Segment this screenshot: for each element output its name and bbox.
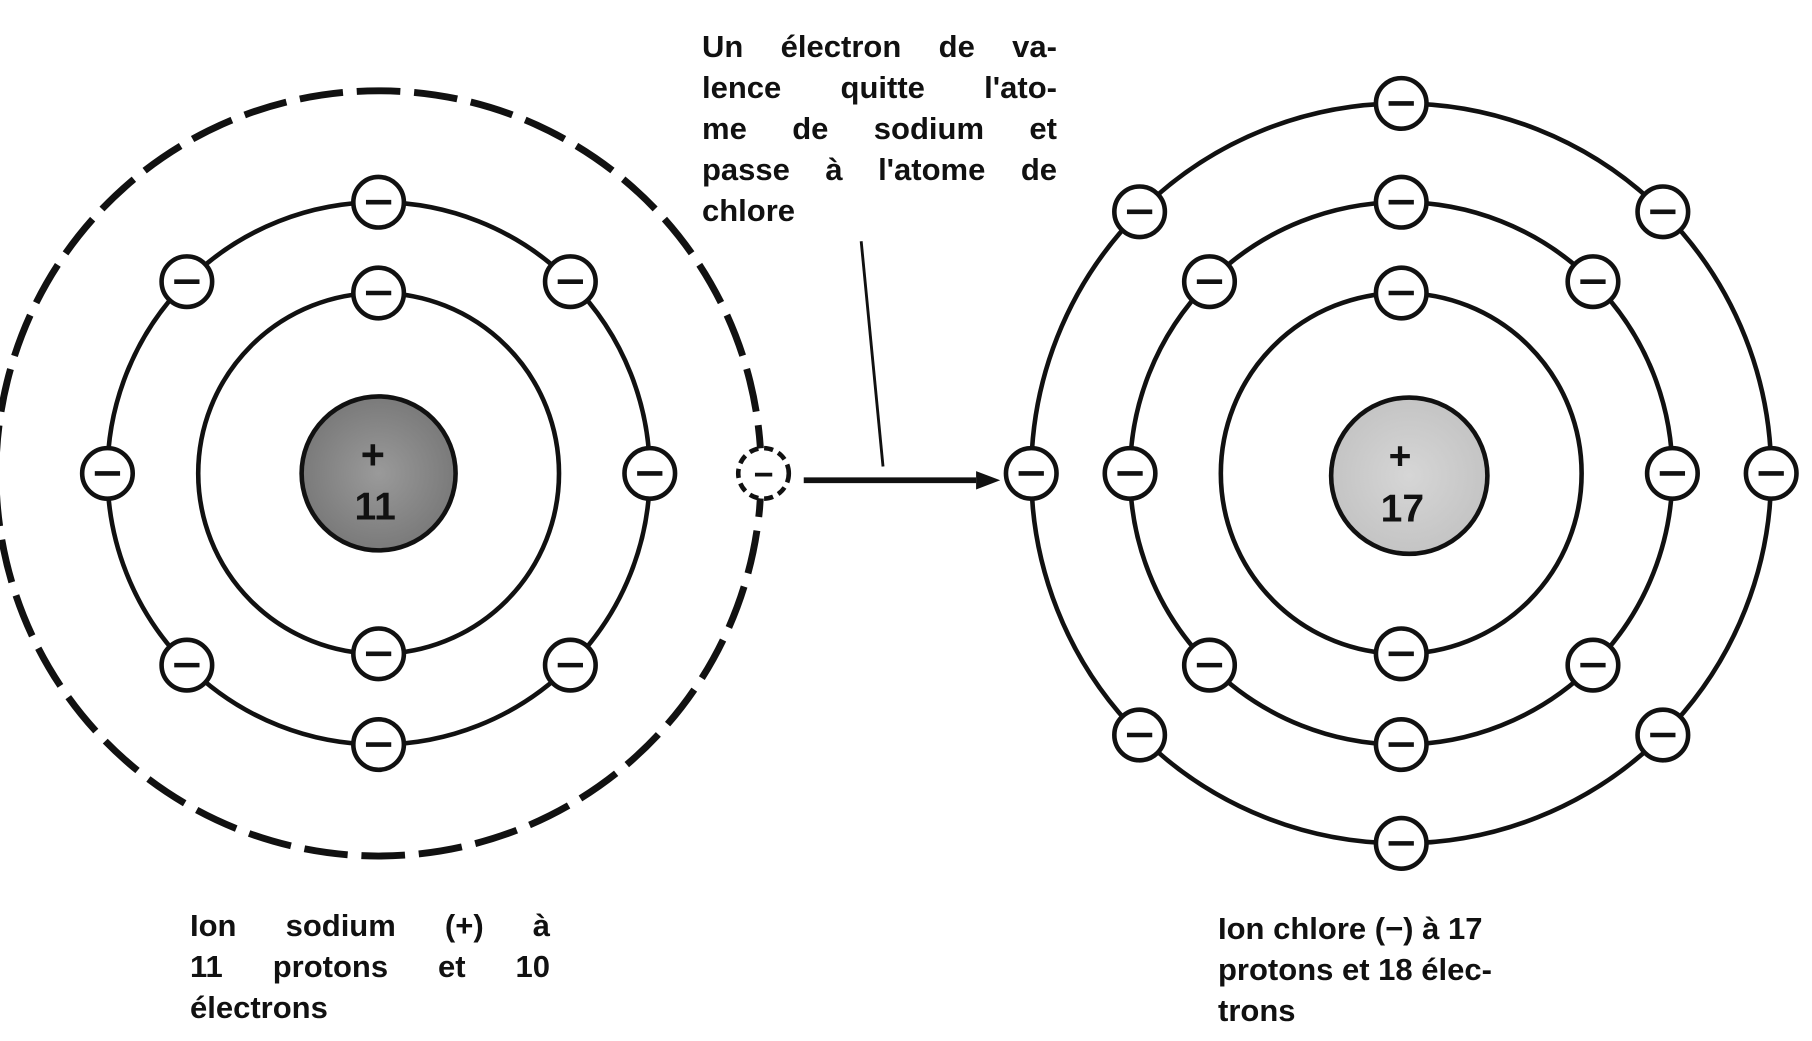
chlorine-nucleus	[1328, 395, 1490, 557]
chlorine-label-line: protons et 18 élec-	[1218, 952, 1492, 987]
caption-line: passe à l'atome de	[702, 152, 1057, 187]
sodium-label-line: 11 protons et 10	[190, 949, 550, 984]
chlorine-ion: + 17	[1003, 75, 1799, 871]
sodium-label: Ion sodium (+) à 11 protons et 10 électr…	[190, 905, 550, 1028]
caption-line: chlore	[702, 193, 796, 228]
chlorine-label-line: Ion chlore (−) à 17	[1218, 911, 1483, 946]
chlorine-nucleus-number: 17	[1381, 488, 1424, 531]
sodium-label-line: Ion sodium (+) à	[190, 908, 550, 943]
transfer-arrow-head	[976, 471, 1001, 490]
caption-line: me de sodium et	[702, 111, 1057, 146]
chlorine-label: Ion chlore (−) à 17 protons et 18 élec- …	[1218, 908, 1578, 1031]
caption-line: lence quitte l'ato-	[702, 70, 1057, 105]
chlorine-label-line: trons	[1218, 993, 1296, 1028]
caption-line: Un électron de va-	[702, 29, 1057, 64]
sodium-label-line: électrons	[190, 990, 328, 1025]
sodium-ion: + 11	[0, 87, 765, 860]
sodium-nucleus-number: 11	[355, 485, 396, 528]
sodium-nucleus-sign: +	[361, 432, 385, 478]
departing-electron	[735, 445, 792, 501]
departing-electron-symbol: −	[753, 456, 773, 494]
sodium-nucleus	[299, 394, 458, 553]
chlorine-nucleus-sign: +	[1389, 435, 1412, 478]
caption-leader-line	[859, 241, 885, 467]
electron-transfer: −	[735, 241, 1001, 501]
transfer-caption: Un électron de va- lence quitte l'ato- m…	[702, 26, 1057, 231]
